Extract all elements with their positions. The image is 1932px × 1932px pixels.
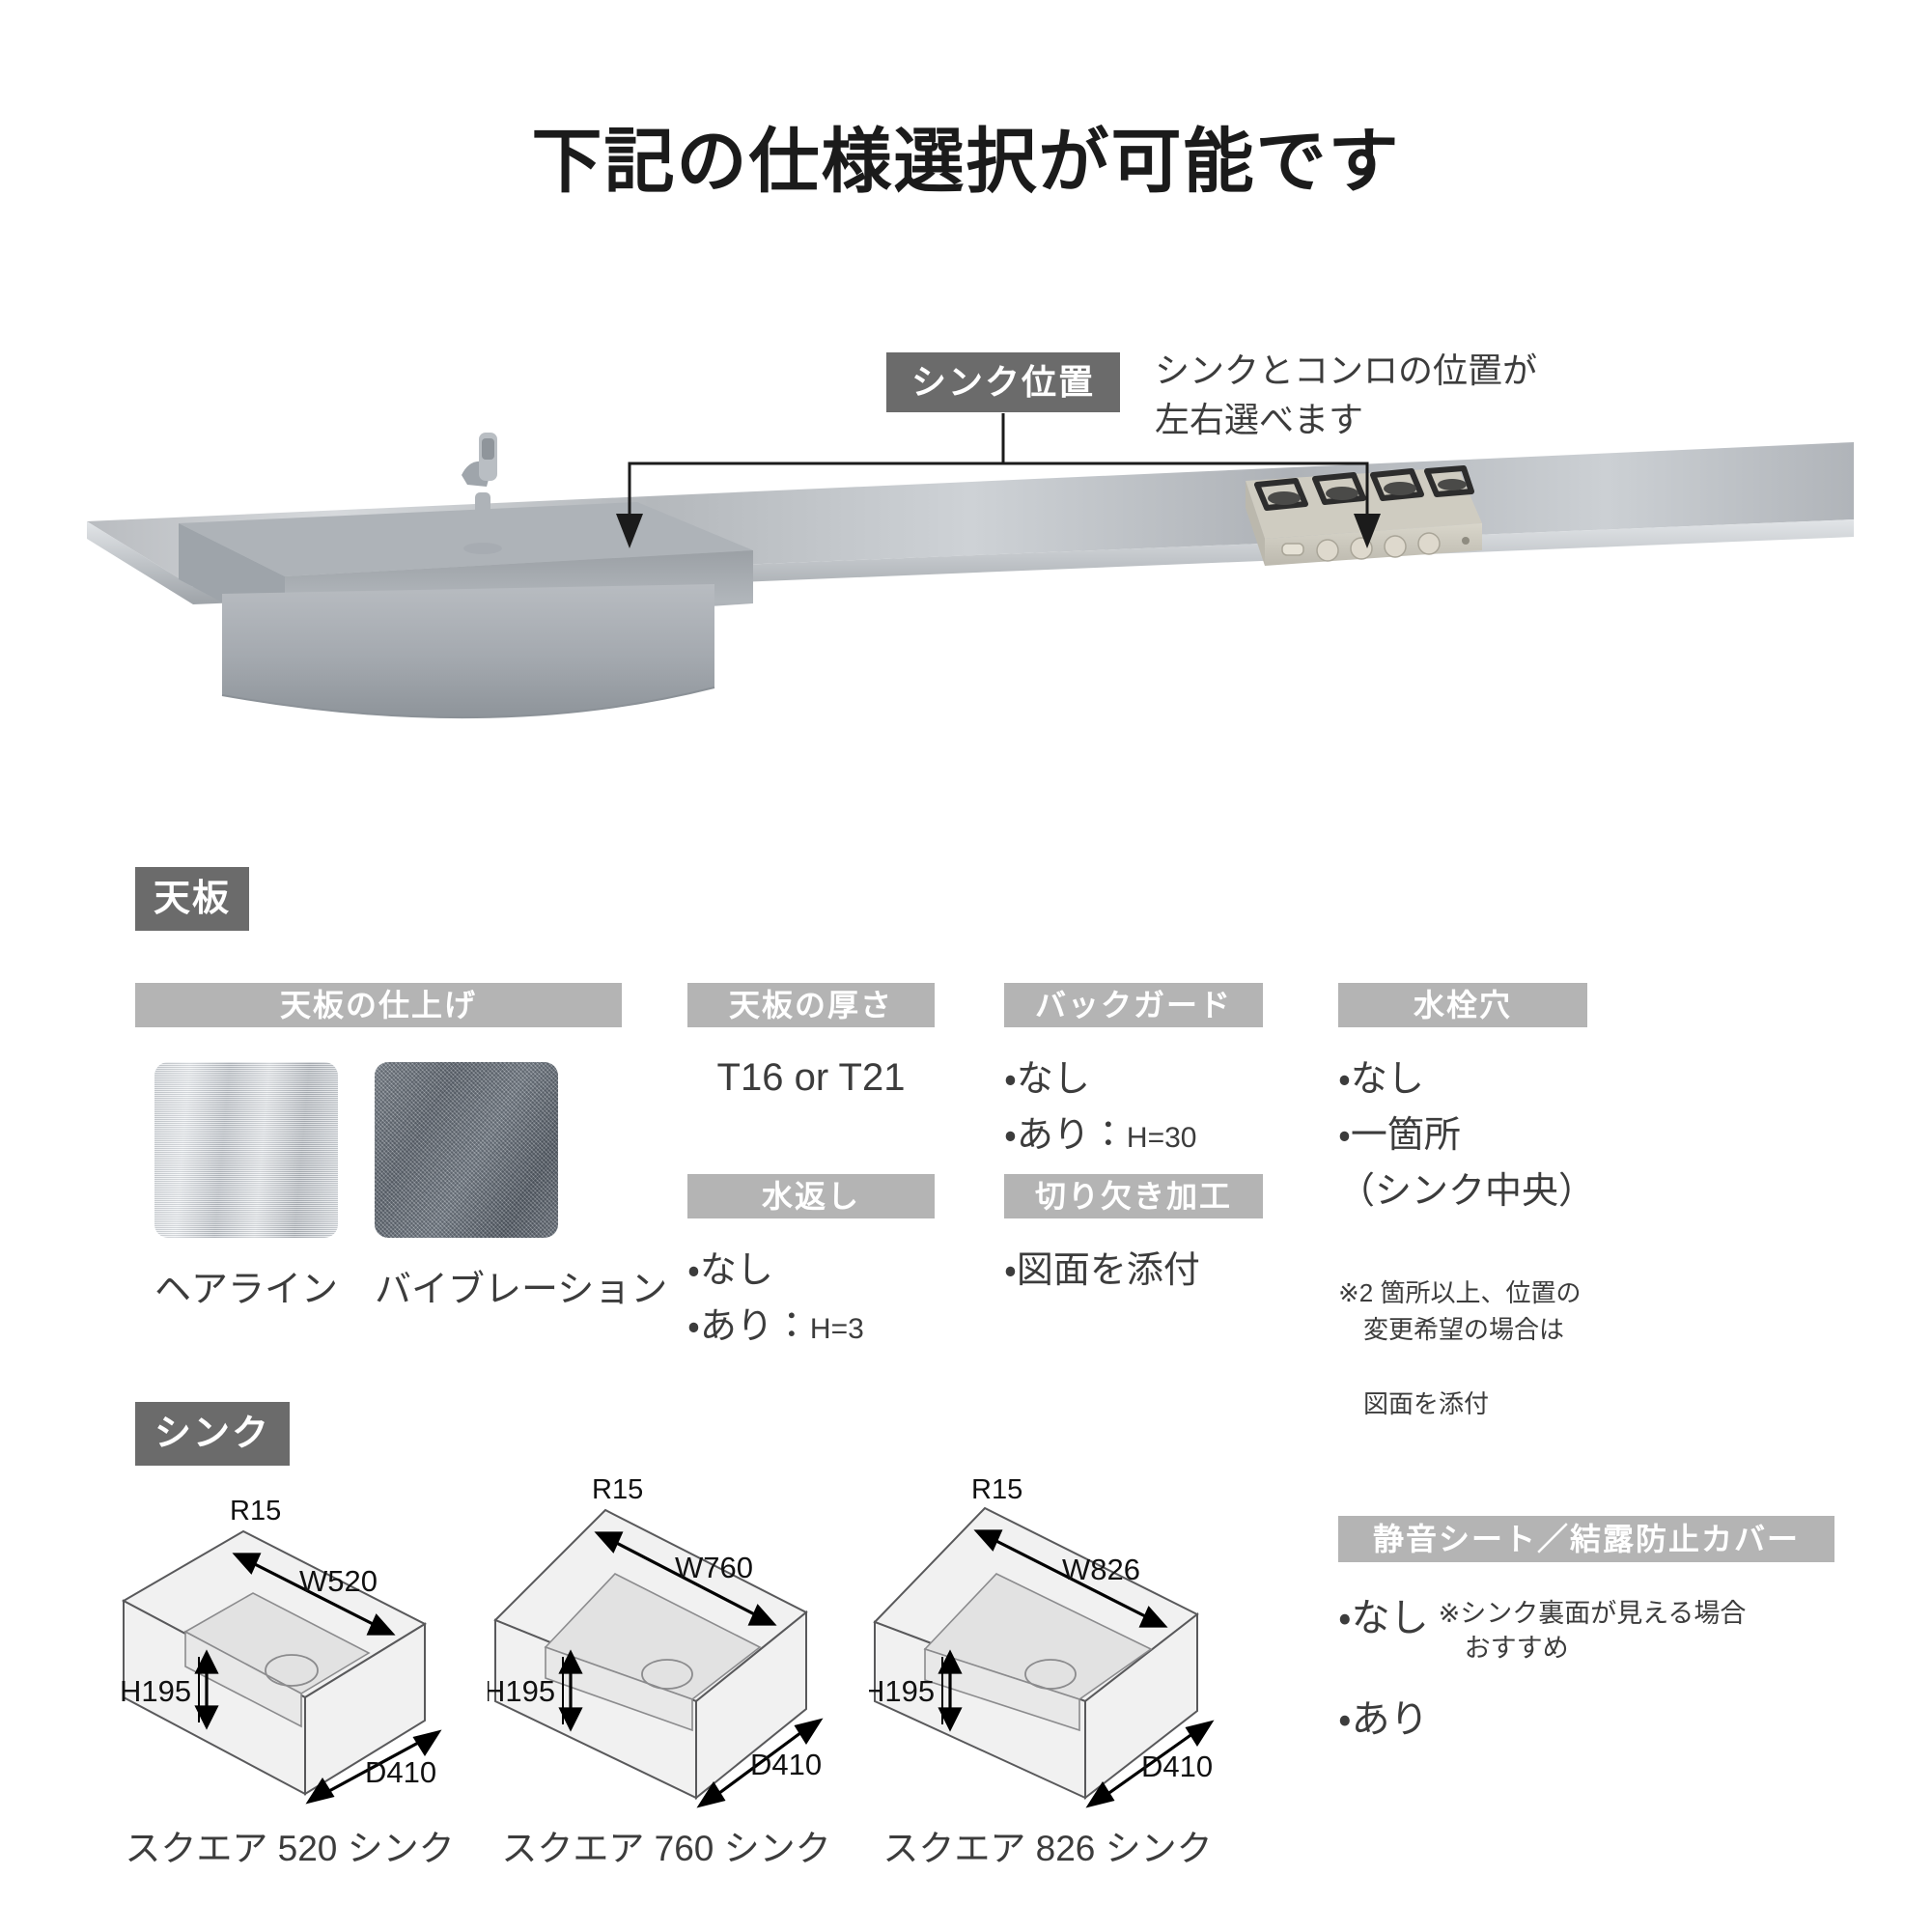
sink-figure-520-svg: R15 W520 H195 D410	[120, 1496, 442, 1805]
swatch-vibration[interactable]	[375, 1062, 558, 1238]
faucet-hole-note: ※2 箇所以上、位置の 変更希望の場合は 図面を添付	[1338, 1237, 1587, 1460]
option-group-faucet-hole: 水栓穴 ・なし ・一箇所 （シンク中央） ※2 箇所以上、位置の 変更希望の場合…	[1338, 983, 1596, 1460]
option-group-backguard: バックガード ・なし ・あり：H=30	[1004, 983, 1263, 1164]
dim-h195: H195	[869, 1674, 935, 1708]
finish-swatch-labels: ヘアライン バイブレーション	[135, 1259, 667, 1312]
mizukaeshi-header: 水返し	[687, 1174, 935, 1218]
finish-label-vibration: バイブレーション	[375, 1270, 668, 1310]
dim-r15: R15	[592, 1477, 643, 1505]
dim-h195: H195	[120, 1674, 191, 1708]
finish-swatches	[135, 1062, 622, 1238]
backguard-option-yes-value: H=30	[1126, 1121, 1197, 1154]
faucet-hole-option-one[interactable]: ・一箇所	[1338, 1114, 1461, 1156]
faucet-hole-note-line1: ※2 箇所以上、位置の	[1338, 1277, 1582, 1307]
page-title: 下記の仕様選択が可能です	[531, 123, 1401, 201]
backguard-option-yes-label: ・あり：	[1004, 1114, 1127, 1156]
mizukaeshi-option-yes-value: H=3	[809, 1312, 864, 1345]
dim-r15: R15	[971, 1477, 1022, 1505]
dim-d410: D410	[365, 1755, 436, 1789]
faucet-icon	[462, 433, 502, 554]
sink-caption-520: スクエア 520 シンク	[125, 1829, 455, 1868]
seion-option-none-label: ・なし	[1338, 1597, 1429, 1639]
faucet-hole-note-line2: 変更希望の場合は	[1363, 1315, 1565, 1345]
backguard-header: バックガード	[1004, 983, 1263, 1027]
section-badge-tenban: 天板	[135, 867, 249, 931]
thickness-value: T16 or T21	[716, 1056, 906, 1099]
option-group-seion-sheet: 静音シート／結露防止カバー ・なし ※シンク裏面が見える場合 おすすめ ・あり	[1338, 1516, 1834, 1749]
mizukaeshi-option-yes[interactable]: ・あり：H=3	[687, 1300, 935, 1356]
mizukaeshi-option-none[interactable]: ・なし	[687, 1250, 773, 1291]
mizukaeshi-options: ・なし ・あり：H=3	[687, 1244, 935, 1356]
mizukaeshi-option-yes-label: ・あり：	[687, 1305, 810, 1347]
faucet-hole-option-none[interactable]: ・なし	[1338, 1059, 1424, 1100]
sink-bowl	[179, 502, 753, 719]
option-group-kirikaki: 切り欠き加工 ・図面を添付	[1004, 1174, 1263, 1300]
option-group-thickness: 天板の厚さ T16 or T21	[687, 983, 935, 1100]
finish-label-hairline: ヘアライン	[154, 1270, 339, 1310]
seion-option-none-note: ※シンク裏面が見える場合 おすすめ	[1438, 1599, 1747, 1663]
backguard-option-none[interactable]: ・なし	[1004, 1059, 1090, 1100]
kirikaki-options: ・図面を添付	[1004, 1244, 1263, 1300]
gas-cooktop-icon	[1246, 465, 1482, 566]
option-group-mizukaeshi: 水返し ・なし ・あり：H=3	[687, 1174, 935, 1356]
faucet-hole-option-one-sub: （シンク中央）	[1338, 1170, 1596, 1212]
dim-d410: D410	[750, 1748, 822, 1781]
sink-figure-826-svg: R15 W826 H195 D410	[863, 1474, 1215, 1808]
finish-header: 天板の仕上げ	[135, 983, 622, 1027]
seion-option-yes-label: ・あり	[1338, 1698, 1429, 1742]
countertop-svg	[87, 433, 1854, 719]
countertop-illustration	[77, 415, 1863, 801]
dim-d410: D410	[1141, 1750, 1213, 1783]
sink-caption-826: スクエア 826 シンク	[882, 1829, 1213, 1868]
sink-figure-826: R15 W826 H195 D410	[863, 1474, 1255, 1820]
thickness-header: 天板の厚さ	[687, 983, 935, 1027]
sink-figure-760-svg: R15 W760 H195 D410	[484, 1474, 824, 1808]
dim-w520: W520	[299, 1564, 378, 1598]
seion-option-none[interactable]: ・なし ※シンク裏面が見える場合 おすすめ	[1338, 1589, 1834, 1666]
section-badge-sink: シンク	[135, 1402, 290, 1466]
seion-option-yes[interactable]: ・あり	[1338, 1691, 1834, 1749]
backguard-options: ・なし ・あり：H=30	[1004, 1052, 1263, 1164]
sink-caption-760: スクエア 760 シンク	[501, 1829, 831, 1868]
swatch-hairline[interactable]	[154, 1062, 338, 1238]
sink-position-note: シンクとコンロの位置が 左右選べます	[1155, 350, 1538, 440]
backguard-option-yes[interactable]: ・あり：H=30	[1004, 1108, 1263, 1164]
kirikaki-header: 切り欠き加工	[1004, 1174, 1263, 1218]
sink-figure-760: R15 W760 H195 D410	[484, 1474, 864, 1820]
seion-options: ・なし ※シンク裏面が見える場合 おすすめ ・あり	[1338, 1589, 1834, 1749]
faucet-hole-note-line3: 図面を添付	[1363, 1389, 1490, 1419]
dim-w826: W826	[1062, 1553, 1140, 1586]
dim-w760: W760	[675, 1551, 753, 1584]
sink-figure-520: R15 W520 H195 D410	[106, 1477, 483, 1820]
sink-position-badge: シンク位置	[886, 352, 1120, 412]
dim-r15: R15	[230, 1496, 281, 1526]
seion-header: 静音シート／結露防止カバー	[1338, 1516, 1834, 1562]
dim-h195: H195	[488, 1674, 555, 1708]
kirikaki-option-drawing[interactable]: ・図面を添付	[1004, 1250, 1200, 1291]
faucet-hole-header: 水栓穴	[1338, 983, 1587, 1027]
faucet-hole-options: ・なし ・一箇所 （シンク中央）	[1338, 1052, 1596, 1219]
option-group-finish: 天板の仕上げ ヘアライン バイブレーション	[135, 983, 667, 1312]
